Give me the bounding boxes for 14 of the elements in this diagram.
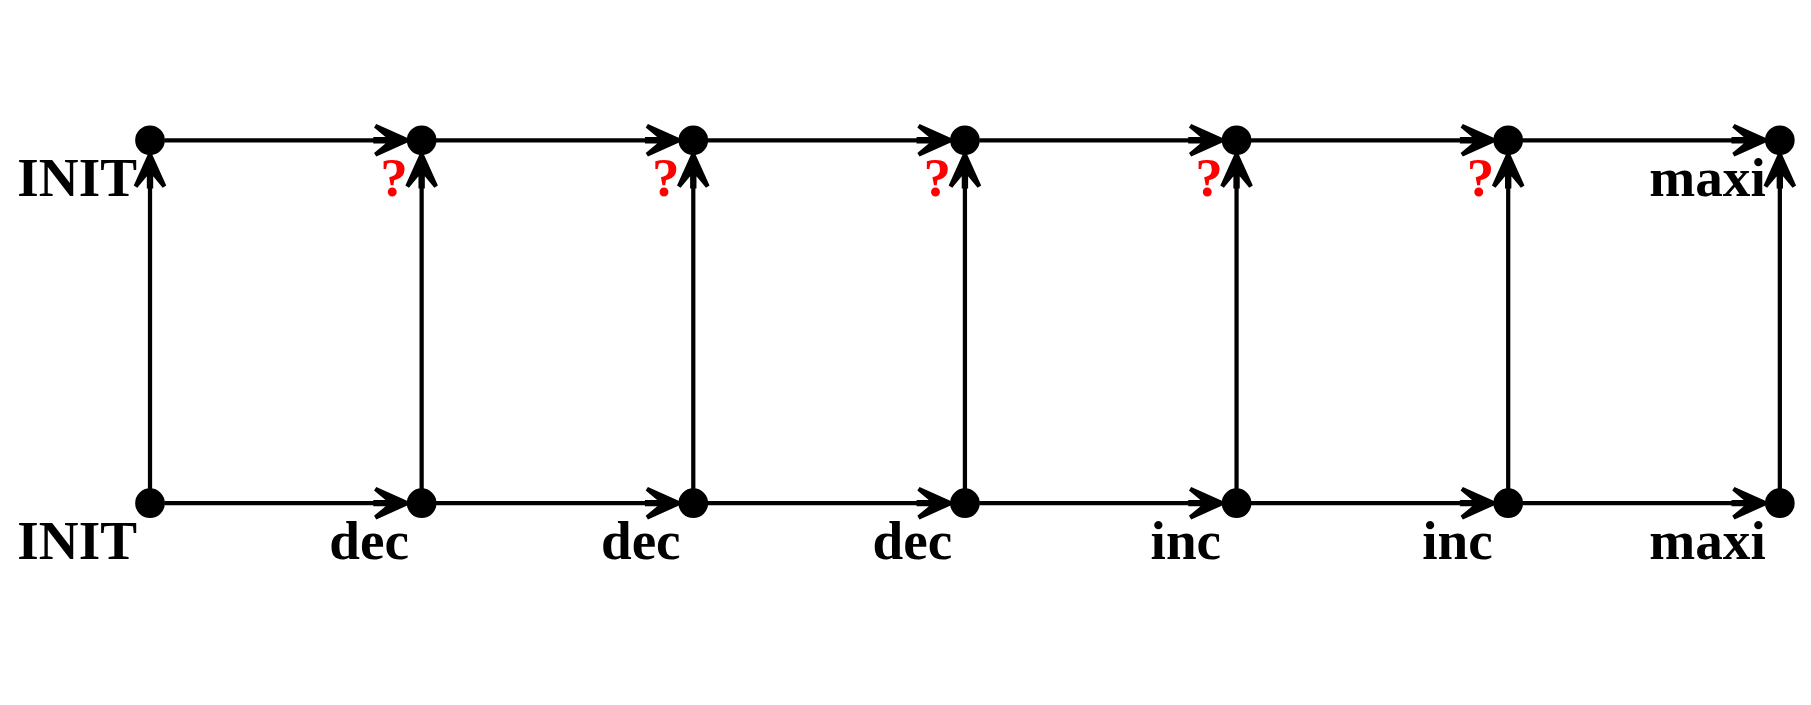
node-label: ? <box>651 147 680 209</box>
node-label: dec <box>600 509 681 571</box>
node-label: ? <box>380 147 408 209</box>
node-label: INIT <box>17 509 137 571</box>
node-label: inc <box>1150 509 1222 571</box>
node-label: ? <box>1466 147 1495 209</box>
node-label: ? <box>1195 147 1223 209</box>
node-label: dec <box>329 509 409 571</box>
node-label: maxi <box>1649 509 1766 571</box>
node-label: ? <box>923 147 952 209</box>
node-label: INIT <box>17 147 137 209</box>
node-label: inc <box>1422 509 1493 571</box>
node-label: dec <box>872 509 953 571</box>
node-label: maxi <box>1649 147 1766 209</box>
